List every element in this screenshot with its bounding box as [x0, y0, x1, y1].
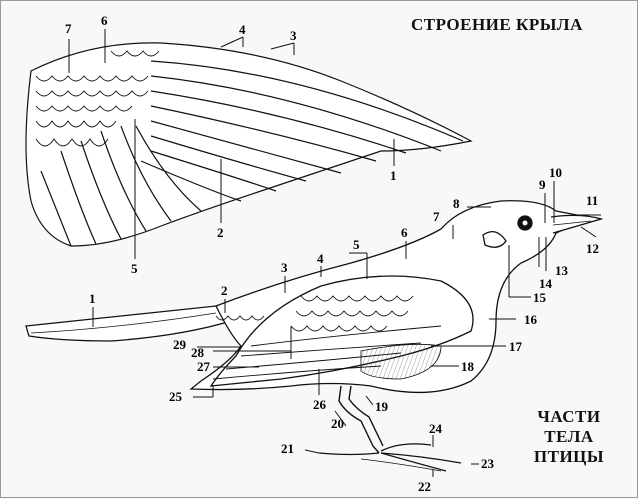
body-label-11: 11	[586, 193, 598, 208]
body-label-6: 6	[401, 225, 408, 240]
wing-labels: 7 6 4 3 1 2 5	[65, 13, 397, 276]
body-label-21: 21	[281, 441, 294, 456]
body-label-3: 3	[281, 260, 288, 275]
wing-leader-lines	[68, 29, 395, 259]
body-label-19: 19	[375, 399, 389, 414]
body-label-25: 25	[169, 389, 183, 404]
wing-label-3: 3	[290, 28, 297, 43]
body-label-10: 10	[549, 165, 562, 180]
wing-label-7: 7	[65, 21, 72, 36]
body-labels: 1 2 3 4 5 6 7 8 9 10 11 12 13 14 15 16 1…	[89, 165, 599, 494]
body-label-22: 22	[418, 479, 431, 494]
body-label-1: 1	[89, 291, 96, 306]
body-label-5: 5	[353, 237, 360, 252]
body-label-13: 13	[555, 263, 569, 278]
body-label-16: 16	[524, 312, 538, 327]
wing-label-6: 6	[101, 13, 108, 28]
body-label-20: 20	[331, 416, 344, 431]
wing-drawing	[25, 42, 473, 247]
title-line-3: ПТИЦЫ	[533, 447, 605, 466]
body-label-9: 9	[539, 177, 546, 192]
body-label-18: 18	[461, 359, 475, 374]
body-label-12: 12	[586, 241, 599, 256]
body-label-8: 8	[453, 196, 460, 211]
wing-label-2: 2	[217, 225, 224, 240]
body-label-14: 14	[539, 276, 553, 291]
body-label-2: 2	[221, 283, 228, 298]
body-label-15: 15	[533, 290, 547, 305]
body-label-24: 24	[429, 421, 443, 436]
body-label-29: 29	[173, 337, 187, 352]
title-line-2: ТЕЛА	[544, 427, 594, 446]
body-label-27: 27	[197, 359, 211, 374]
body-label-17: 17	[509, 339, 523, 354]
body-label-23: 23	[481, 456, 495, 471]
bird-body-parts-title: ЧАСТИ ТЕЛА ПТИЦЫ	[529, 407, 609, 467]
bird-drawing	[25, 200, 604, 472]
body-leader-lines	[92, 181, 601, 477]
body-label-4: 4	[317, 251, 324, 266]
wing-label-4: 4	[239, 22, 246, 37]
title-line-1: ЧАСТИ	[537, 407, 601, 426]
body-label-28: 28	[191, 345, 205, 360]
wing-label-5: 5	[131, 261, 138, 276]
body-label-26: 26	[313, 397, 327, 412]
wing-structure-title: СТРОЕНИЕ КРЫЛА	[411, 15, 583, 34]
wing-label-1: 1	[390, 168, 397, 183]
body-label-7: 7	[433, 209, 440, 224]
